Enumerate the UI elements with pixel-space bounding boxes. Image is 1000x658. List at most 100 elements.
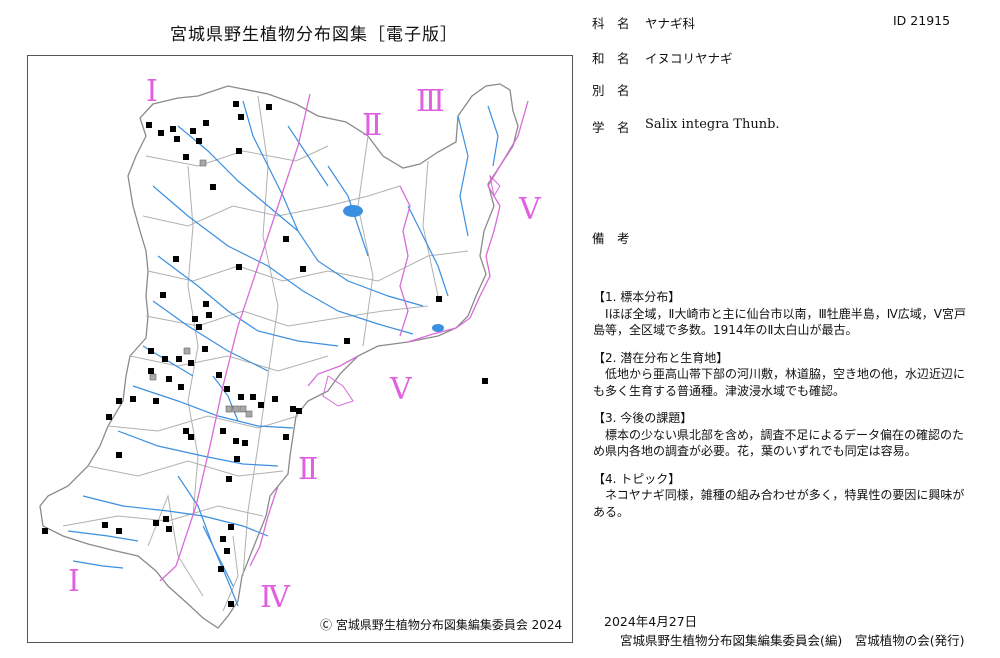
potential-marker [183, 347, 191, 355]
specimen-marker [162, 356, 168, 362]
specimen-marker [228, 601, 234, 607]
specimen-marker [163, 516, 169, 522]
specimen-marker [283, 236, 289, 242]
specimen-marker [296, 408, 302, 414]
specimen-marker [224, 548, 230, 554]
lake [343, 205, 363, 217]
specimen-marker [153, 520, 159, 526]
specimen-marker [218, 566, 224, 572]
lake [432, 324, 444, 332]
remarks-notes: 【1. 標本分布】 Ⅰほぼ全域，Ⅱ大崎市と主に仙台市以南，Ⅲ牡鹿半島，Ⅳ広域，Ⅴ… [593, 289, 975, 520]
specimen-marker [266, 104, 272, 110]
publication-date: 2024年4月27日 [604, 614, 698, 629]
specimen-marker [234, 456, 240, 462]
specimen-marker [166, 376, 172, 382]
specimen-marker [242, 440, 248, 446]
specimen-marker [203, 120, 209, 126]
remarks-label: 備 考 [592, 231, 630, 246]
map-copyright: Ⓒ 宮城県野生植物分布図集編集委員会 2024 [320, 618, 563, 632]
potential-distribution-markers [149, 159, 253, 418]
note-heading: 【1. 標本分布】 [593, 290, 681, 304]
specimen-marker [233, 101, 239, 107]
zone-label-V-coast: Ⅴ [390, 372, 412, 407]
specimen-marker [436, 296, 442, 302]
municipal-boundaries [62, 95, 469, 612]
specimen-marker [482, 378, 488, 384]
potential-marker [245, 410, 253, 418]
specimen-marker [170, 126, 176, 132]
specimen-marker [272, 396, 278, 402]
specimen-marker [116, 528, 122, 534]
specimen-marker [173, 256, 179, 262]
potential-marker [199, 159, 207, 167]
zone-label-V-east: Ⅴ [519, 192, 541, 227]
specimen-marker [203, 301, 209, 307]
family-label: 科 名 [592, 16, 630, 31]
note-heading: 【2. 潜在分布と生育地】 [593, 350, 729, 365]
specimen-marker [130, 396, 136, 402]
alias-label: 別 名 [592, 83, 630, 98]
specimen-marker [258, 402, 264, 408]
specimen-marker [174, 136, 180, 142]
specimen-marker [220, 536, 226, 542]
specimen-marker [220, 428, 226, 434]
specimen-marker [166, 526, 172, 532]
note-heading: 【4. トピック】 [593, 471, 681, 486]
specimen-marker [216, 372, 222, 378]
potential-marker [239, 405, 247, 413]
potential-marker [225, 405, 233, 413]
specimen-marker [300, 266, 306, 272]
note-body: Ⅰほぼ全域，Ⅱ大崎市と主に仙台市以南，Ⅲ牡鹿半島，Ⅳ広域，Ⅴ宮戸島等，全区域で多… [593, 306, 967, 338]
specimen-marker [224, 386, 230, 392]
note-body: ネコヤナギ同様，雑種の組み合わせが多く，特異性の要因に興味がある。 [593, 488, 965, 519]
specimen-marker [192, 316, 198, 322]
coastal-islands [322, 174, 501, 407]
specimen-marker [42, 528, 48, 534]
scientific-name-label: 学 名 [592, 120, 630, 135]
specimen-marker [233, 438, 239, 444]
specimen-marker [183, 428, 189, 434]
specimen-marker [210, 184, 216, 190]
potential-marker [149, 373, 157, 381]
prefecture-outline [39, 83, 519, 629]
note-body: 低地から亜高山帯下部の河川敷，林道脇，空き地の他，水辺近辺にも多く生育する普通種… [593, 367, 966, 398]
specimen-marker [226, 476, 232, 482]
specimen-marker [116, 398, 122, 404]
specimen-marker [158, 130, 164, 136]
specimen-marker [190, 128, 196, 134]
page-title: 宮城県野生植物分布図集［電子版］ [170, 25, 458, 45]
specimen-marker [344, 338, 350, 344]
specimen-marker [283, 434, 289, 440]
scientific-name-value: Salix integra Thunb. [645, 117, 780, 132]
specimen-marker [183, 154, 189, 160]
specimen-markers [42, 101, 488, 607]
specimen-marker [146, 122, 152, 128]
potential-marker [232, 405, 240, 413]
specimen-marker [238, 114, 244, 120]
japanese-name-value: イヌコリヤナギ [645, 51, 733, 66]
specimen-marker [228, 524, 234, 530]
specimen-marker [236, 264, 242, 270]
specimen-marker [236, 148, 242, 154]
prefecture-map-svg [39, 83, 529, 629]
distribution-map: Ⅰ Ⅱ Ⅲ Ⅴ Ⅴ Ⅱ Ⅰ Ⅳ Ⓒ 宮城県野生植物分布図集編集委員会 2024 [27, 55, 573, 643]
zone-label-II-north: Ⅱ [362, 108, 383, 143]
specimen-marker [238, 394, 244, 400]
specimen-marker [102, 522, 108, 528]
specimen-marker [153, 398, 159, 404]
specimen-marker [202, 346, 208, 352]
note-heading: 【3. 今後の課題】 [593, 411, 693, 425]
zone-label-I-south: Ⅰ [68, 564, 80, 599]
zone-label-II-south: Ⅱ [298, 452, 319, 487]
specimen-marker [196, 138, 202, 144]
zone-boundaries [159, 93, 529, 582]
specimen-marker [250, 394, 256, 400]
specimen-marker [176, 356, 182, 362]
zone-label-IV: Ⅳ [260, 580, 290, 615]
publisher-credit: 宮城県野生植物分布図集編集委員会(編) 宮城植物の会(発行) [620, 633, 965, 648]
specimen-marker [196, 324, 202, 330]
note-body: 標本の少ない県北部を含め，調査不足によるデータ偏在の確認のため県内各地の調査が必… [593, 427, 965, 459]
specimen-marker [160, 292, 166, 298]
family-value: ヤナギ科 [645, 16, 696, 31]
specimen-marker [148, 368, 154, 374]
